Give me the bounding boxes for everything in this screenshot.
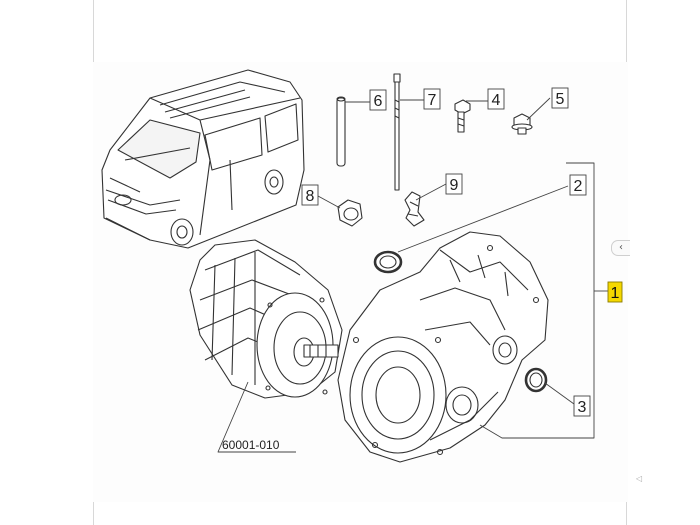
part-8-plug (337, 199, 363, 227)
gearbox-housing (337, 231, 549, 463)
callout-2: 2 (574, 178, 583, 195)
leader-lines (217, 97, 608, 453)
callout-4: 4 (492, 92, 501, 109)
part-3-seal (524, 367, 548, 393)
callout-3: 3 (578, 399, 587, 416)
callout-1-highlight (607, 281, 623, 303)
part-6-pin (336, 96, 346, 167)
callout-6: 6 (374, 93, 383, 110)
callout-7: 7 (428, 92, 437, 109)
callout-group: 6 7 4 5 8 9 2 3 1 60001-010 (222, 87, 623, 452)
callout-1: 1 (611, 285, 620, 302)
callout-5: 5 (556, 91, 565, 108)
part-4-bolt (454, 99, 471, 133)
callout-9: 9 (450, 177, 459, 194)
corner-arrow-icon: ◁ (636, 474, 643, 483)
part-5-flange-bolt (511, 113, 533, 135)
callout-8: 8 (306, 188, 315, 205)
part-2-seal (373, 250, 403, 274)
collapse-panel-button[interactable]: ‹ (611, 240, 630, 256)
part-7-long-bolt (393, 73, 401, 191)
van-illustration (101, 69, 305, 249)
electric-motor (189, 239, 343, 399)
part-reference-label: 60001-010 (222, 438, 280, 452)
part-9-clip (404, 191, 425, 227)
